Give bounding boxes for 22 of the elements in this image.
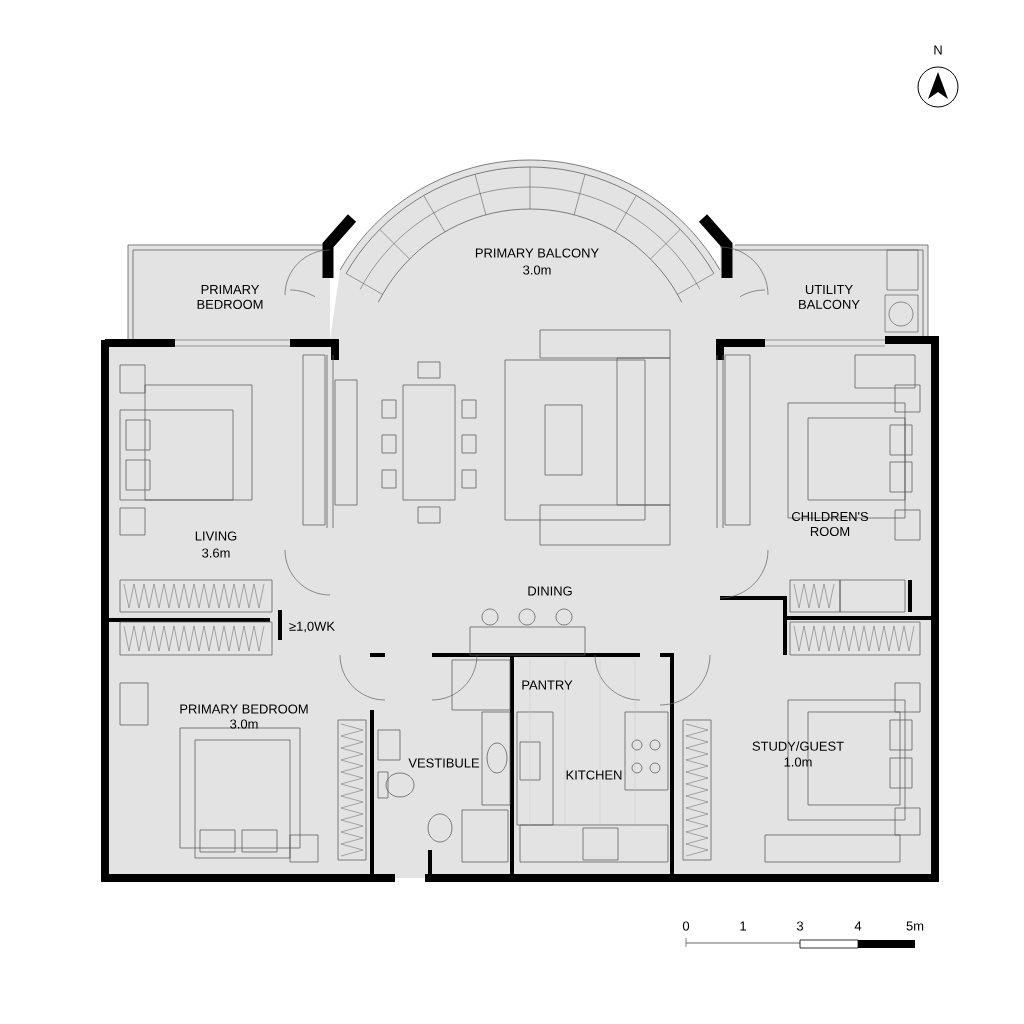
dimension-label: 3.0m bbox=[523, 265, 551, 275]
room-label: PANTRY bbox=[522, 680, 573, 690]
scale-number: 4 bbox=[854, 921, 862, 931]
scale-number: 5m bbox=[906, 921, 924, 931]
room-label: LIVING bbox=[195, 531, 237, 541]
room-label: PRIMARY BEDROOM bbox=[197, 285, 263, 309]
room-label: ≥1,0WK bbox=[289, 621, 335, 633]
scale-number: 0 bbox=[682, 921, 690, 931]
room-label: VESTIBULE bbox=[408, 758, 480, 768]
room-label: DINING bbox=[528, 586, 572, 596]
room-label: UTILITY BALCONY bbox=[799, 285, 860, 309]
room-label: PRIMARY BEDROOM bbox=[180, 704, 308, 714]
room-label: CHILDREN'S ROOM bbox=[792, 511, 869, 537]
dimension-label: 3.6m bbox=[202, 548, 230, 558]
room-label: STUDY/GUEST bbox=[752, 741, 844, 751]
dimension-label: 1.0m bbox=[784, 757, 812, 767]
scale-number: 1 bbox=[740, 921, 746, 931]
scale-number: 3 bbox=[796, 921, 804, 931]
room-label: KITCHEN bbox=[566, 770, 622, 780]
dimension-label: 3.0m bbox=[230, 719, 258, 729]
north-label: N bbox=[934, 45, 942, 55]
room-label: PRIMARY BALCONY bbox=[475, 248, 599, 258]
